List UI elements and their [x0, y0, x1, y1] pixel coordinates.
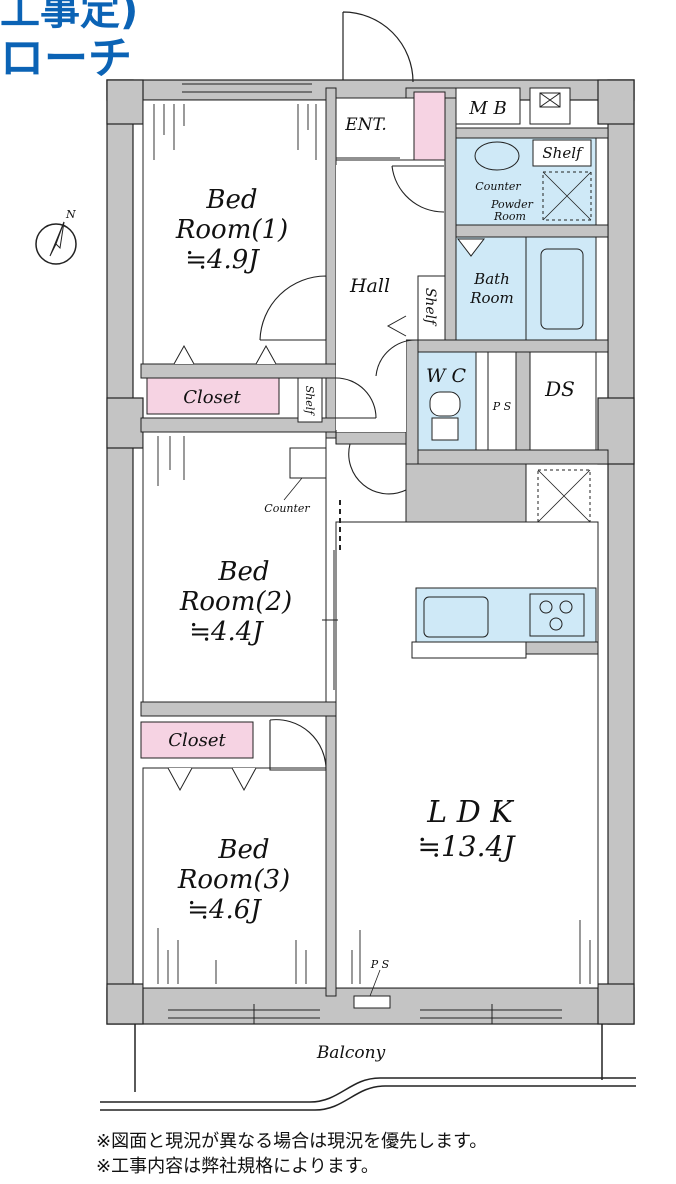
closet-1: [146, 377, 280, 415]
hall-shelf: [417, 275, 446, 341]
ds-duct: [529, 351, 597, 451]
kitchen-vent: [537, 469, 591, 523]
bath-door-mark: [456, 238, 486, 257]
ps-bottom-leader: [369, 969, 381, 997]
closet-2-label: Closet: [168, 730, 226, 751]
utility-box-hatch: [539, 92, 561, 108]
ps-duct-mid: [487, 351, 517, 451]
balcony-outline: [100, 1022, 636, 1111]
powder-label-1: Powder: [490, 198, 534, 211]
bed-room-3-area: [142, 767, 327, 989]
closet-1-label: Closet: [183, 387, 241, 408]
bed-room-1-area: [142, 99, 327, 365]
wash-basin: [474, 141, 520, 171]
bathtub: [540, 248, 584, 330]
kitchen-back-counter: [411, 641, 527, 659]
hall-area: [336, 165, 406, 432]
counter-hall: [289, 447, 327, 479]
room-doors: [259, 165, 445, 771]
balcony-label: Balcony: [316, 1043, 386, 1063]
ds-label: DS: [544, 377, 575, 401]
counter-hall-leader: [283, 477, 303, 501]
washer-space: [542, 171, 592, 221]
bed1-name-2: Room(1): [175, 215, 288, 245]
entrance-label: ENT.: [344, 115, 387, 135]
toilet-tank: [431, 417, 459, 441]
entrance-area: [335, 97, 415, 161]
disclaimer-line-2: ※工事内容は弊社規格によります。: [96, 1156, 379, 1177]
counter-hall-label: Counter: [264, 502, 310, 515]
stove: [529, 593, 585, 637]
compass-icon: N: [35, 208, 77, 265]
windows: [168, 83, 562, 1024]
bed1-size: ≒4.9J: [185, 245, 260, 275]
closet-1-doors: [173, 344, 277, 365]
bed3-size: ≒4.6J: [187, 895, 262, 925]
ldk-name: L D K: [426, 795, 514, 830]
room-labels: Bed Room(1) ≒4.9J Bed Room(2) ≒4.4J Bed …: [168, 98, 584, 1063]
burner-3: [549, 617, 563, 631]
wc-label: W C: [426, 365, 467, 387]
washer-space-cross: [542, 171, 592, 221]
burner-2: [559, 600, 573, 614]
entrance-door: [342, 11, 414, 83]
closet-2-doors: [167, 767, 257, 792]
compass-north-label: N: [65, 208, 76, 221]
bed1-name-1: Bed: [205, 185, 257, 215]
hall-label: Hall: [349, 275, 390, 297]
shelf-small: [297, 377, 323, 423]
hall-shelf-label: Shelf: [422, 288, 438, 327]
bed2-name-2: Room(2): [179, 587, 292, 617]
toilet-bowl: [429, 391, 461, 417]
burner-1: [539, 600, 553, 614]
curtain-lines: [153, 104, 591, 984]
ps-duct-bottom: [353, 995, 391, 1009]
bed3-name-1: Bed: [217, 835, 269, 865]
utility-box: [529, 87, 571, 125]
bath-label-2: Room: [469, 289, 514, 307]
closet-2: [140, 721, 254, 759]
ps-bottom-label: P S: [370, 958, 390, 971]
mb-label: M B: [468, 98, 506, 119]
header-line-1: 工事定): [0, 0, 139, 34]
hall-shelf-mark: [386, 315, 407, 337]
header-line-2: ローチ: [0, 33, 132, 84]
interior-walls: [140, 87, 609, 997]
counter-wash-label: Counter: [475, 180, 521, 193]
exterior-walls: [106, 79, 635, 1025]
kitchen-wall-stub: [525, 641, 599, 655]
ldk-size: ≒13.4J: [417, 830, 516, 863]
bed2-size: ≒4.4J: [189, 617, 264, 647]
wash-shelf: [532, 139, 592, 167]
bath-label-1: Bath: [473, 270, 510, 288]
bed3-name-2: Room(3): [177, 865, 290, 895]
bed2-name-1: Bed: [217, 557, 269, 587]
kitchen-sink: [423, 596, 489, 638]
powder-label-2: Room: [493, 210, 526, 223]
wash-shelf-label: Shelf: [542, 144, 584, 162]
disclaimer-line-1: ※図面と現況が異なる場合は現況を優先します。: [96, 1131, 488, 1152]
ps-mid-label: P S: [492, 400, 512, 413]
kitchen-vent-cross: [537, 469, 591, 523]
utility-box-cross: [539, 92, 561, 108]
meter-box: [455, 87, 521, 125]
shelf-small-label: Shelf: [303, 386, 316, 417]
shoe-closet: [413, 91, 446, 161]
